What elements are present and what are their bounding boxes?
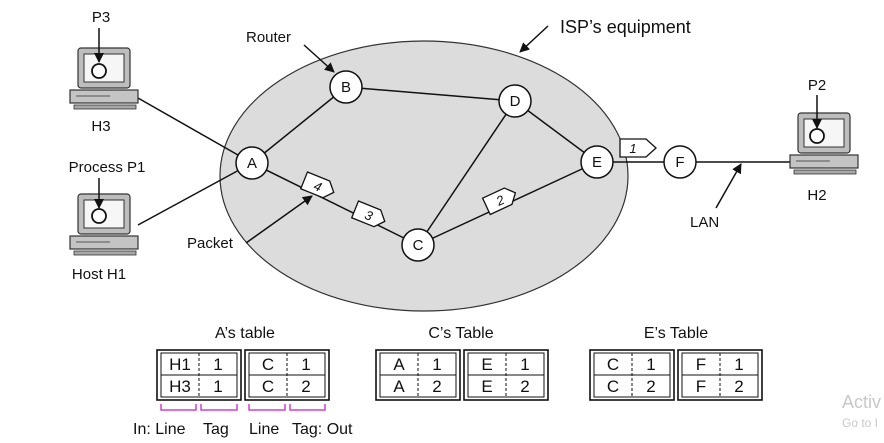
c-cell-r0c1: 1 — [432, 355, 441, 374]
c-cell-r0c2: E — [481, 355, 492, 374]
e-cell-r1c1: 2 — [646, 377, 655, 396]
packet-4: 4 — [299, 171, 335, 199]
c-cell-r1c1: 2 — [432, 377, 441, 396]
e-cell-r1c0: C — [607, 377, 619, 396]
a-table: H1 1 C 1 H3 1 C 2 — [156, 349, 330, 401]
e-cell-r1c3: 2 — [734, 377, 743, 396]
isp-label: ISP’s equipment — [560, 17, 691, 37]
h3-label: H3 — [91, 118, 110, 135]
node-c-label: C — [413, 237, 424, 254]
a-cell-r0c2: C — [262, 355, 274, 374]
node-a-label: A — [247, 155, 257, 172]
computer-h3-icon — [69, 47, 139, 110]
c-table-title: C’s Table — [428, 325, 493, 342]
packet-1: 1 — [619, 138, 657, 158]
a-cell-r1c2: C — [262, 377, 274, 396]
lan-label: LAN — [690, 214, 719, 231]
c-cell-r0c3: 1 — [520, 355, 529, 374]
annotation-arrows — [245, 25, 742, 244]
e-cell-r1c2: F — [696, 377, 706, 396]
e-cell-r0c2: F — [696, 355, 706, 374]
p2-label: P2 — [808, 77, 826, 94]
activate-watermark-sub: Go to I — [842, 416, 878, 430]
router-node-b: B — [329, 70, 363, 104]
router-node-d: D — [498, 84, 532, 118]
legend-brackets — [160, 404, 326, 411]
legend-in-line: In: Line — [133, 421, 186, 438]
legend-line: Line — [249, 421, 279, 438]
e-table-title: E’s Table — [644, 325, 708, 342]
e-cell-r0c0: C — [607, 355, 619, 374]
a-cell-r1c3: 2 — [301, 377, 310, 396]
a-cell-r0c0: H1 — [169, 355, 191, 374]
process-p1-label: Process P1 — [69, 159, 146, 176]
computer-h1-icon — [69, 193, 139, 256]
host-h1-label: Host H1 — [72, 266, 126, 283]
packet-1-label: 1 — [629, 141, 636, 156]
c-cell-r1c0: A — [393, 377, 405, 396]
router-node-a: A — [235, 146, 269, 180]
c-cell-r1c3: 2 — [520, 377, 529, 396]
h2-label: H2 — [807, 187, 826, 204]
process-pointers — [94, 28, 822, 209]
router-node-f: F — [663, 145, 697, 179]
node-d-label: D — [510, 93, 521, 110]
a-cell-r0c3: 1 — [301, 355, 310, 374]
a-cell-r1c0: H3 — [169, 377, 191, 396]
packet-3: 3 — [350, 200, 386, 228]
packet-label: Packet — [187, 235, 234, 252]
c-cell-r1c2: E — [481, 377, 492, 396]
router-label: Router — [246, 29, 291, 46]
legend-tag-out: Tag: Out — [292, 421, 353, 438]
activate-watermark: Activ — [842, 392, 881, 412]
legend-tag: Tag — [203, 421, 229, 438]
a-cell-r0c1: 1 — [213, 355, 222, 374]
a-cell-r1c1: 1 — [213, 377, 222, 396]
packet-2: 2 — [481, 187, 517, 216]
node-b-label: B — [341, 79, 351, 96]
node-e-label: E — [592, 154, 602, 171]
router-node-c: C — [401, 228, 435, 262]
router-node-e: E — [580, 145, 614, 179]
a-table-title: A’s table — [215, 325, 275, 342]
c-table: A 1 E 1 A 2 E 2 — [375, 349, 549, 401]
node-f-label: F — [675, 154, 684, 171]
p3-label: P3 — [92, 9, 110, 26]
c-cell-r0c0: A — [393, 355, 405, 374]
e-cell-r0c3: 1 — [734, 355, 743, 374]
computer-h2-icon — [789, 112, 859, 175]
e-table: C 1 F 1 C 2 F 2 — [589, 349, 763, 401]
e-cell-r0c1: 1 — [646, 355, 655, 374]
